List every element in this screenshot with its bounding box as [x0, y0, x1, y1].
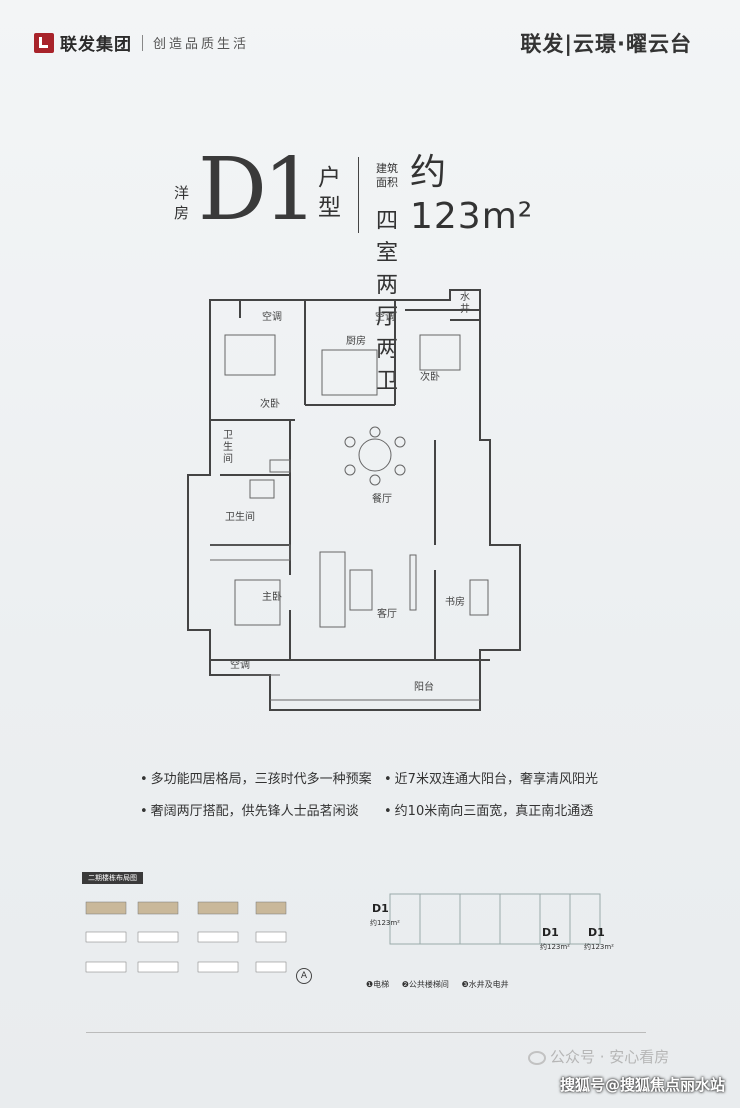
feature-item: 近7米双连通大阳台，奢享清风阳光	[384, 768, 598, 787]
account-watermark-text: 公众号 · 安心看房	[550, 1048, 670, 1066]
unit-code-suffix: 户型	[318, 165, 341, 221]
brand-divider	[142, 34, 143, 51]
room-label-ac: 空调	[230, 660, 250, 671]
legend-item: ❸水井及电井	[461, 980, 509, 989]
compass-icon: A	[296, 968, 312, 984]
building-layout-thumbnails: 二期楼栋布局图	[78, 872, 298, 992]
brand-slogan: 创造品质生活	[153, 37, 250, 52]
brand-header: 联发集团 创造品质生活	[34, 30, 249, 55]
area-value: 约123m²	[410, 152, 534, 237]
legend-item: ❷公共楼梯间	[401, 980, 449, 989]
legend-item: ❶电梯	[366, 980, 390, 989]
unit-code: D1	[198, 140, 318, 240]
disclaimer	[86, 1032, 676, 1037]
room-label-master: 主卧	[262, 592, 282, 603]
account-watermark: 公众号 · 安心看房	[528, 1046, 669, 1067]
site-label-code: D1	[542, 926, 559, 939]
thumbnail-header: 二期楼栋布局图	[82, 872, 143, 884]
site-label-code: D1	[588, 926, 605, 939]
floor-plan: 空调 空调 水井 厨房 次卧 次卧 卫生间 卫生间 餐厅 客厅 书房 主卧 空调…	[180, 280, 550, 715]
site-label-area: 约123m²	[540, 943, 570, 951]
room-label-bathroom: 卫生间	[225, 512, 255, 523]
room-label-ac: 空调	[375, 312, 395, 323]
room-label-bathroom: 卫生间	[223, 430, 233, 465]
room-label-bedroom: 次卧	[260, 399, 280, 410]
unit-style: 洋房	[174, 184, 190, 222]
room-label-study: 书房	[445, 597, 465, 608]
floor-plan-drawing	[187, 289, 521, 711]
room-label-dining: 餐厅	[372, 494, 392, 505]
brand-logo-icon	[34, 32, 54, 53]
site-watermark: 搜狐号@搜狐焦点丽水站	[560, 1076, 726, 1094]
room-label-kitchen: 厨房	[346, 336, 366, 347]
room-layout: 四室两厅两卫	[376, 209, 402, 394]
feature-item: 多功能四居格局，三孩时代多一种预案	[140, 768, 372, 787]
site-label-area: 约123m²	[584, 943, 614, 951]
project-name: 联发|云璟·曜云台	[520, 32, 692, 56]
unit-divider	[358, 157, 359, 233]
room-label-balcony: 阳台	[414, 682, 434, 693]
room-label-living: 客厅	[377, 609, 397, 620]
site-label-code: D1	[372, 902, 389, 915]
feature-item: 奢阔两厅搭配，供先锋人士品茗闲谈	[140, 800, 359, 819]
site-plan: D1 约123m² D1 约123m² D1 约123m²	[350, 884, 630, 964]
site-label-area: 约123m²	[370, 919, 400, 927]
room-label-shaft: 水井	[460, 292, 470, 315]
thumbnail-grid	[85, 901, 287, 973]
site-plan-drawing	[389, 893, 601, 945]
site-legend: ❶电梯 ❷公共楼梯间 ❸水井及电井	[366, 979, 519, 990]
room-label-ac: 空调	[262, 312, 282, 323]
area-label: 建筑面积	[376, 162, 398, 189]
room-label-bedroom: 次卧	[420, 372, 440, 383]
brand-name: 联发集团	[60, 35, 132, 55]
feature-item: 约10米南向三面宽，真正南北通透	[384, 800, 594, 819]
wechat-icon	[528, 1050, 546, 1065]
